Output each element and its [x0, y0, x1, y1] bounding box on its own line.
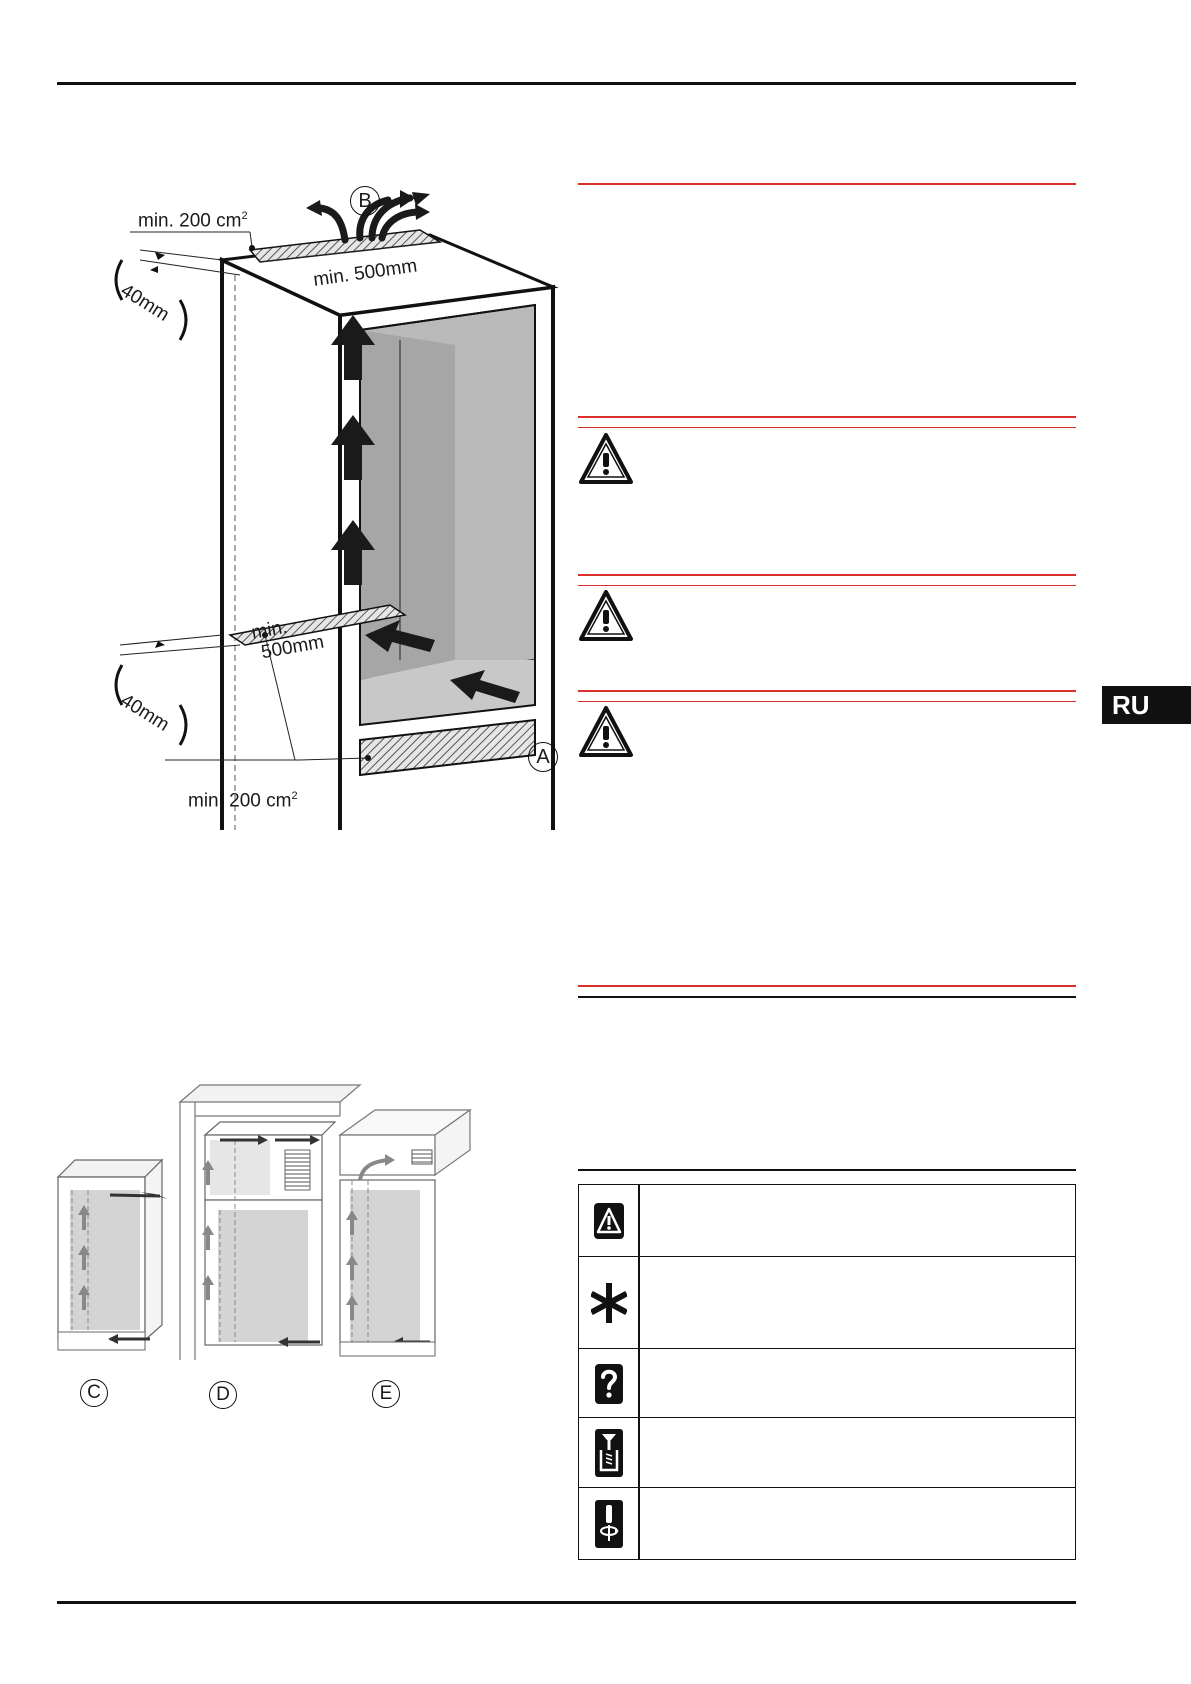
label-a-circle: A	[528, 742, 558, 772]
legend-top-rule	[578, 1169, 1076, 1171]
warning-rule-3a	[578, 690, 1076, 692]
variant-e-drawing	[338, 1108, 472, 1357]
warning-triangle-icon	[593, 1202, 624, 1239]
warning-rule-1a	[578, 416, 1076, 418]
label-d-circle: D	[209, 1381, 237, 1409]
legend-row	[579, 1348, 1075, 1418]
screw-mounting-icon	[594, 1429, 623, 1477]
warning-triangle-icon	[579, 706, 633, 757]
label-c-circle: C	[80, 1379, 108, 1407]
asterisk-icon	[590, 1283, 627, 1323]
language-tab: RU	[1102, 686, 1191, 724]
warning-triangle-icon	[579, 433, 633, 484]
warning-rule-2b	[578, 585, 1076, 586]
label-a: A	[536, 745, 550, 768]
section-rule-1	[578, 183, 1076, 185]
legend-row	[579, 1417, 1075, 1488]
header-rule	[57, 82, 1076, 85]
warning-triangle-icon	[579, 590, 633, 641]
label-c: C	[87, 1382, 101, 1403]
warning-rule-3b	[578, 701, 1076, 702]
installation-variants-diagram	[56, 1084, 472, 1360]
legend-row	[579, 1185, 1075, 1256]
bottom-area-label: min. 200 cm2	[188, 790, 298, 812]
legend-row	[579, 1256, 1075, 1349]
symbol-legend-table	[578, 1184, 1076, 1560]
warning-rule-1b	[578, 427, 1076, 428]
label-e-circle: E	[372, 1380, 400, 1408]
adjust-screwdriver-icon	[594, 1500, 623, 1548]
legend-column-divider	[638, 1185, 640, 1559]
ventilation-diagram	[114, 190, 559, 830]
question-mark-icon	[594, 1363, 623, 1404]
top-area-label: min. 200 cm2	[138, 210, 248, 232]
legend-row	[579, 1487, 1075, 1560]
label-e: E	[379, 1383, 393, 1404]
variant-c-drawing	[56, 1158, 168, 1351]
label-d: D	[216, 1384, 230, 1405]
label-b-circle: B	[350, 186, 380, 216]
label-b: B	[358, 189, 372, 212]
section-rule-2	[578, 985, 1076, 987]
warning-rule-2a	[578, 574, 1076, 576]
section-rule-2b	[578, 996, 1076, 998]
variant-d-drawing	[178, 1084, 362, 1360]
footer-rule	[57, 1601, 1076, 1604]
